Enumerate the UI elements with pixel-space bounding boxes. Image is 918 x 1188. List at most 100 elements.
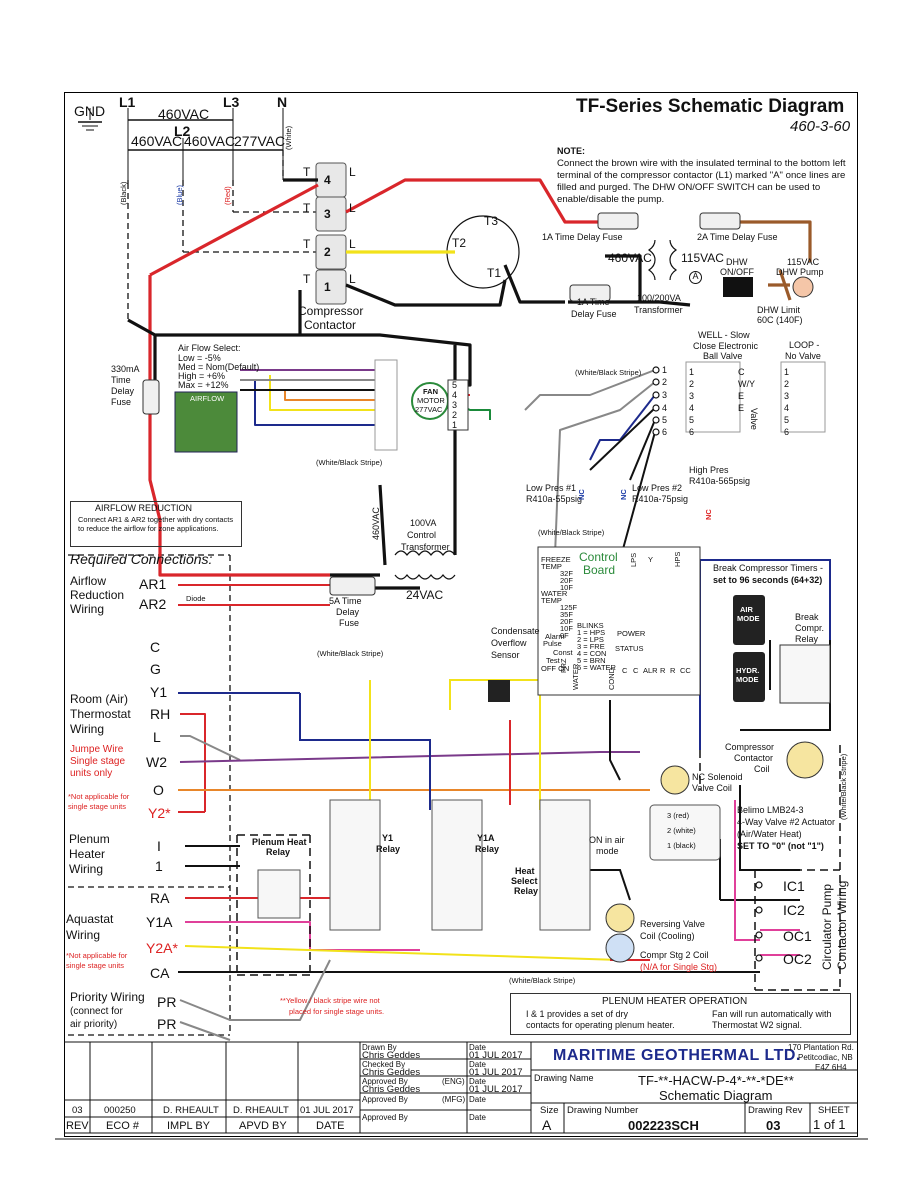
low-pres1-2: R410a-55psig bbox=[526, 494, 583, 504]
compressor-motor bbox=[446, 215, 520, 289]
loop-pin-1: 1 bbox=[784, 367, 790, 377]
plenum-relay-2: Relay bbox=[266, 847, 291, 857]
water-label: WATER bbox=[541, 589, 568, 598]
on-air-mode-2: mode bbox=[596, 846, 619, 856]
high-pres-2: R410a-565psig bbox=[689, 476, 751, 486]
aquastat-2: Wiring bbox=[66, 928, 101, 942]
tb-addr-1: 170 Plantation Rd. bbox=[788, 1043, 854, 1052]
fuse-330ma-3: Delay bbox=[111, 386, 135, 396]
hydr-mode-timer bbox=[733, 652, 765, 702]
comp-coil-3: Coil bbox=[754, 764, 770, 774]
well-pin-1: 1 bbox=[689, 367, 695, 377]
tb-rev-lbl: Drawing Rev bbox=[748, 1105, 803, 1116]
terminal-pr-1: PR bbox=[157, 994, 177, 1010]
cb-term-water: WATER bbox=[571, 663, 580, 690]
contactor-block bbox=[315, 162, 347, 305]
well-pin-2: 2 bbox=[689, 379, 695, 389]
dhw-pump-2: DHW Pump bbox=[776, 267, 824, 277]
cb-term-cond: COND bbox=[607, 667, 616, 690]
terminal-1: 1 bbox=[155, 858, 163, 874]
rev-valve-1: Reversing Valve bbox=[640, 919, 705, 929]
contactor-t2: T bbox=[303, 237, 311, 251]
power-bus bbox=[78, 108, 284, 180]
contactor-label-1: Compressor bbox=[298, 304, 364, 318]
break-compr-relay bbox=[779, 644, 831, 704]
terminal-a: A bbox=[689, 271, 702, 284]
freeze-label: FREEZE bbox=[541, 555, 571, 564]
condensate-2: Overflow bbox=[491, 638, 527, 648]
wire-red-t3 bbox=[345, 178, 600, 224]
airflow-reduction-text: Connect AR1 & AR2 together with dry cont… bbox=[78, 515, 234, 533]
terminal-ic1: IC1 bbox=[783, 878, 805, 894]
rev-row-rev: 03 bbox=[72, 1105, 83, 1116]
blink-2: 2 = LPS bbox=[577, 635, 604, 644]
y1-relay-body bbox=[329, 799, 381, 931]
heat-select-2: Select bbox=[511, 876, 538, 886]
control-board bbox=[537, 546, 701, 696]
terminal-w2: W2 bbox=[146, 754, 167, 770]
tb-date-3: 01 JUL 2017 bbox=[469, 1084, 523, 1095]
wire-y2a bbox=[184, 945, 621, 961]
comp-coil-1: Compressor bbox=[725, 742, 775, 752]
dhw-switch-1: DHW bbox=[726, 257, 748, 267]
cb-term-cc: CC bbox=[680, 666, 691, 675]
y1-relay-2: Relay bbox=[376, 844, 401, 854]
airflow-wiring-1: Airflow bbox=[70, 574, 107, 588]
footnote-1: **Yellow / black stripe wire not bbox=[280, 996, 380, 1005]
pulse-label: Pulse bbox=[543, 639, 562, 648]
tb-sheet: 1 of 1 bbox=[813, 1117, 846, 1132]
motor-t1: T1 bbox=[487, 266, 502, 280]
reversing-valve-coil bbox=[605, 903, 635, 933]
room-thermostat-2: Thermostat bbox=[70, 707, 131, 721]
terminal-ic2: IC2 bbox=[783, 902, 805, 918]
plenum-op-a1: I & 1 provides a set of dry bbox=[526, 1009, 629, 1019]
well-pin-6: 6 bbox=[689, 427, 695, 437]
test-label: Test bbox=[546, 656, 560, 665]
tb-sheet-lbl: SHEET bbox=[818, 1105, 850, 1116]
loop-pin-3: 3 bbox=[784, 391, 790, 401]
fuse-2a-label: 2A Time Delay Fuse bbox=[697, 232, 778, 242]
terminal-ar2: AR2 bbox=[139, 596, 167, 612]
low-pres2-1: Low Pres #2 bbox=[632, 483, 683, 493]
airflow-board bbox=[174, 391, 238, 453]
fuse-5a bbox=[329, 576, 376, 596]
fuse-330ma-4: Fuse bbox=[111, 397, 132, 407]
break-timers-2: set to 96 seconds (64+32) bbox=[713, 575, 823, 585]
tb-number: 002223SCH bbox=[628, 1118, 699, 1133]
off-on-label: OFF ON bbox=[541, 664, 570, 673]
well-pin-3: 3 bbox=[689, 391, 695, 401]
xfmr-label: Transformer bbox=[634, 305, 683, 315]
fan-motor-2: MOTOR bbox=[417, 396, 445, 405]
tb-date-1: 01 JUL 2017 bbox=[469, 1050, 523, 1061]
heat-select-3: Relay bbox=[514, 886, 539, 896]
high-pres-1: High Pres bbox=[689, 465, 729, 475]
contactor-pole-2: 2 bbox=[324, 245, 331, 259]
belimo-3: (Air/Water Heat) bbox=[737, 829, 802, 839]
nc-solenoid-2: Valve Coil bbox=[692, 783, 732, 793]
plenum-op-a2: contacts for operating plenum heater. bbox=[526, 1020, 675, 1030]
water-10: 10F bbox=[560, 624, 573, 633]
hdr-date: DATE bbox=[316, 1120, 345, 1132]
water-20: 20F bbox=[560, 617, 573, 626]
term-1: 1 bbox=[662, 365, 668, 375]
l3-label: L3 bbox=[223, 94, 240, 110]
compr-stg2-coil bbox=[605, 933, 635, 963]
airflow-reduction-box bbox=[70, 501, 242, 547]
ctl-xfmr-control: Control bbox=[407, 530, 437, 540]
freeze-10: 10F bbox=[560, 583, 573, 592]
jumper-3: units only bbox=[70, 768, 113, 779]
fan-pin-4: 4 bbox=[452, 390, 458, 400]
contactor-t3: T bbox=[303, 201, 311, 215]
stripe-label-3: (White/Black Stripe) bbox=[538, 528, 605, 537]
tb-date-lbl-5: Date bbox=[469, 1113, 486, 1122]
belimo-wire-2: 2 (white) bbox=[667, 826, 696, 835]
blue-wire-label: (Blue) bbox=[175, 184, 184, 205]
terminal-c: C bbox=[150, 639, 161, 655]
heat-select-relay-body bbox=[539, 799, 591, 931]
condensate-sensor bbox=[488, 680, 510, 702]
stg2-coil-2: (N/A for Single Stg) bbox=[640, 962, 718, 972]
tb-date-lbl-2: Date bbox=[469, 1060, 486, 1069]
tb-drawing-name-2: Schematic Diagram bbox=[659, 1088, 773, 1103]
footnote-2: placed for single stage units. bbox=[289, 1007, 385, 1016]
valve-c: C bbox=[738, 367, 745, 377]
